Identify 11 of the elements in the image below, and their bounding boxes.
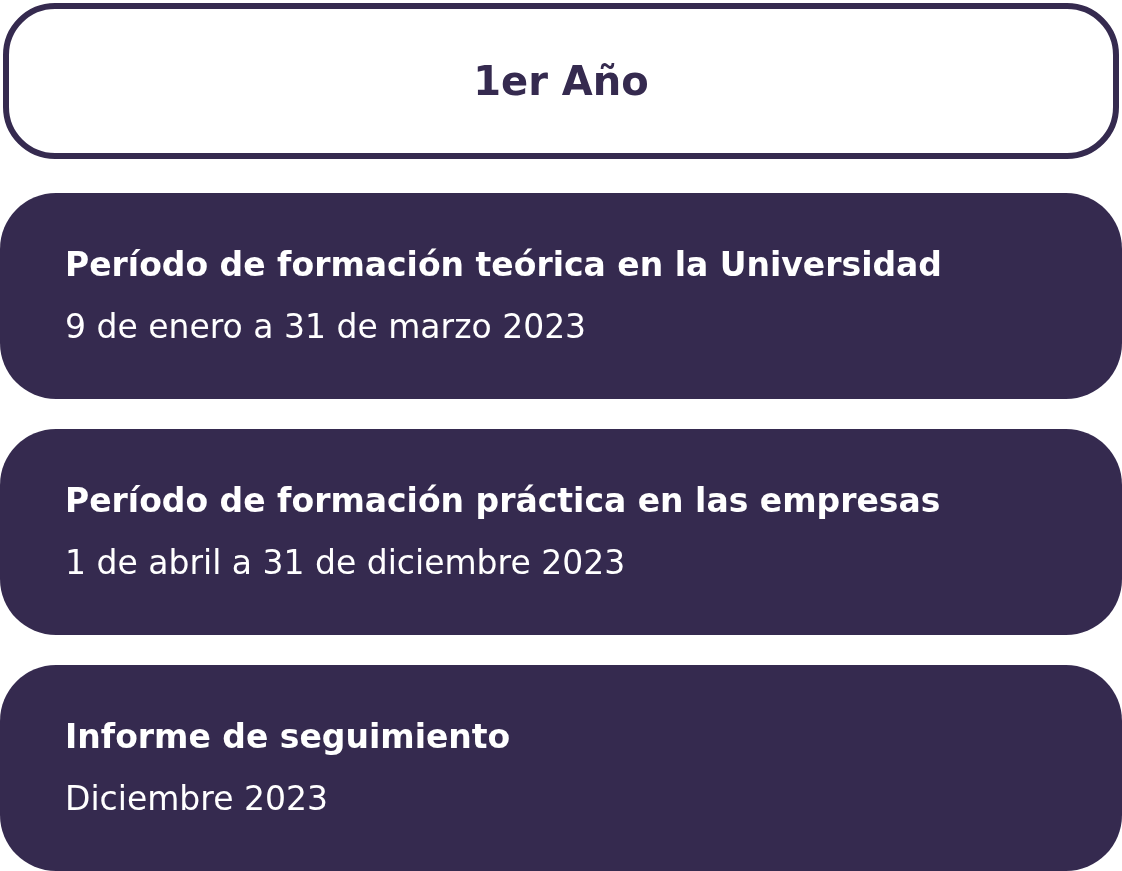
card-heading: Informe de seguimiento	[65, 716, 512, 758]
date-text: 1 de abril a 31 de diciembre 2023	[65, 542, 627, 584]
card-heading: Período de formación práctica en las empresas	[65, 480, 942, 522]
year-header-box	[3, 3, 1119, 159]
period-card	[0, 193, 1122, 399]
year-heading: 1er Año	[473, 58, 649, 104]
period-card	[0, 429, 1122, 635]
date-text: 9 de enero a 31 de marzo 2023	[65, 306, 588, 348]
date-text: Diciembre 2023	[65, 778, 329, 820]
card-heading: Período de formación teórica en la Universidad	[65, 244, 943, 286]
report-card	[0, 665, 1122, 871]
